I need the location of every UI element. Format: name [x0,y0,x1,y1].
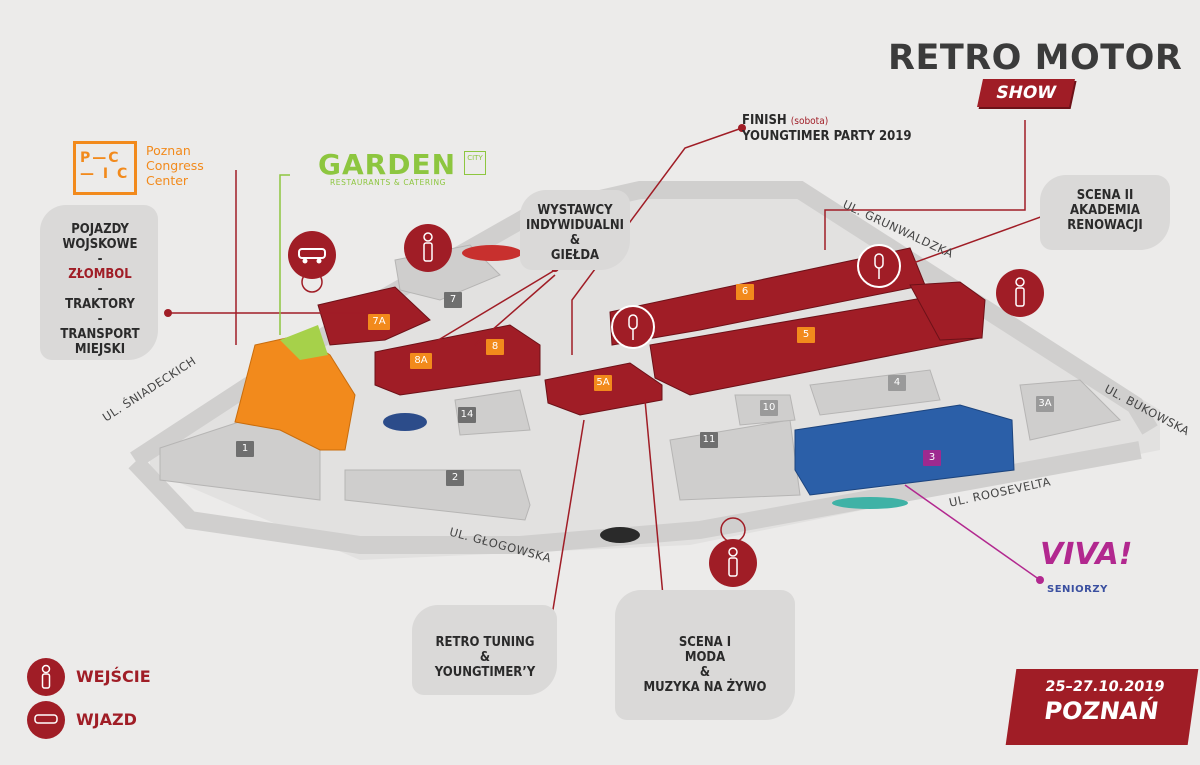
viva-dot [1036,576,1044,584]
label-line: SCENA II [1076,188,1134,203]
building-2-label: 2 [446,470,464,486]
building-5a-label: 5A [594,375,612,391]
building-14-label: 14 [458,407,476,423]
entrance-marker-north [404,224,452,272]
viva-leader [904,484,1041,581]
label-line: MUZYKA NA ŻYWO [643,680,767,695]
pcc-logo: P—C — I C [73,141,137,195]
building-5-label: 5 [797,327,815,343]
label-line: TRANSPORT [60,327,140,342]
event-city: POZNAŃ [1042,697,1161,725]
label-bg-stage2 [1040,175,1170,250]
label-line: & [699,665,711,680]
legend-person-icon [27,658,65,696]
label-line: - [97,252,103,267]
label-line: SCENA I [678,635,732,650]
label-left-group: POJAZDY WOJSKOWE - ZŁOMBOL - TRAKTORY - … [45,222,155,357]
event-date-badge: 25–27.10.2019 POZNAŃ [1005,669,1199,745]
teal-car [832,497,908,509]
legend-car-icon [27,701,65,739]
garden-city-logo: GARDEN [318,148,457,181]
legend-icons [27,658,65,739]
label-line: MIEJSKI [74,342,126,357]
label-line: WOJSKOWE [62,237,138,252]
event-dates: 25–27.10.2019 [1044,679,1166,695]
entrance-marker-south [709,539,757,587]
vehicles [383,245,908,543]
label-retro-tuning: RETRO TUNING & YOUNGTIMER’Y [415,635,555,680]
black-car [600,527,640,543]
building-8-label: 8 [486,339,504,355]
hall-3-building [794,404,1015,496]
building-1-label: 1 [236,441,254,457]
label-finish: FINISH (sobota) YOUNGTIMER PARTY 2019 [742,113,942,144]
building-8a-label: 8A [410,353,432,369]
building-4-label: 4 [888,375,906,391]
label-stage-2: SCENA II AKADEMIA RENOWACJI [1045,188,1165,233]
garden-city-building [280,325,328,360]
label-line: YOUNGTIMER’Y [434,665,536,680]
viva-logo: VIVA! [1040,537,1133,572]
viva-subtitle: SENIORZY [1047,584,1108,595]
building-7a-label: 7A [368,314,390,330]
label-bg-exhibitors [520,190,630,270]
pcc-name-line: Poznan [146,143,191,158]
label-line: WYSTAWCY [537,203,613,218]
microphone-marker-1 [611,305,655,349]
event-subtitle: SHOW [977,79,1075,107]
label-bg-tuning [412,605,557,695]
label-line: TRAKTORY [65,297,135,312]
building-3-label: 3 [923,450,941,466]
building-11-label: 11 [700,432,718,448]
grey-buildings [159,244,1121,521]
entrance-marker-east [996,269,1044,317]
event-title: RETRO MOTOR [888,38,1183,78]
microphone-marker-2 [857,244,901,288]
garden-leader [279,174,290,335]
finish-title: FINISH [742,113,787,128]
pcc-name-line: Center [146,173,189,188]
label-line: & [479,650,491,665]
red-halls [317,247,986,416]
red-car [462,245,522,261]
label-highlight: ZŁOMBOL [68,267,132,282]
vehicle-entry-marker [288,231,336,279]
legend-entrance-label: WEJŚCIE [76,667,151,686]
legend-vehicle-label: WJAZD [76,710,137,729]
label-line: INDYWIDUALNI [525,218,625,233]
label-exhibitors: WYSTAWCY INDYWIDUALNI & GIEŁDA [520,203,630,263]
garden-city-badge: CITY [464,151,486,175]
label-line: & [569,233,581,248]
garden-city-subtitle: RESTAURANTS & CATERING [330,178,447,187]
markers [288,224,1044,587]
building-3a-label: 3A [1036,396,1054,412]
blue-car [383,413,427,431]
pcc-name: Poznan Congress Center [146,143,204,188]
pcc-name-line: Congress [146,158,204,173]
label-line: - [97,312,103,327]
label-bg-left [40,205,158,360]
label-line: POJAZDY [71,222,129,237]
building-10-label: 10 [760,400,778,416]
label-line: AKADEMIA [1070,203,1140,218]
building-7-label: 7 [444,292,462,308]
leader-lines [168,120,1061,641]
label-stage-1: SCENA I MODA & MUZYKA NA ŻYWO [615,635,795,695]
finish-note: (sobota) [790,116,829,127]
label-bg-stage1 [615,590,795,720]
finish-subtitle: YOUNGTIMER PARTY 2019 [742,129,912,144]
label-line: - [97,282,103,297]
label-line: RETRO TUNING [435,635,535,650]
building-6-label: 6 [736,284,754,300]
label-line: RENOWACJI [1067,218,1143,233]
label-line: GIEŁDA [550,248,600,263]
label-line: MODA [684,650,726,665]
